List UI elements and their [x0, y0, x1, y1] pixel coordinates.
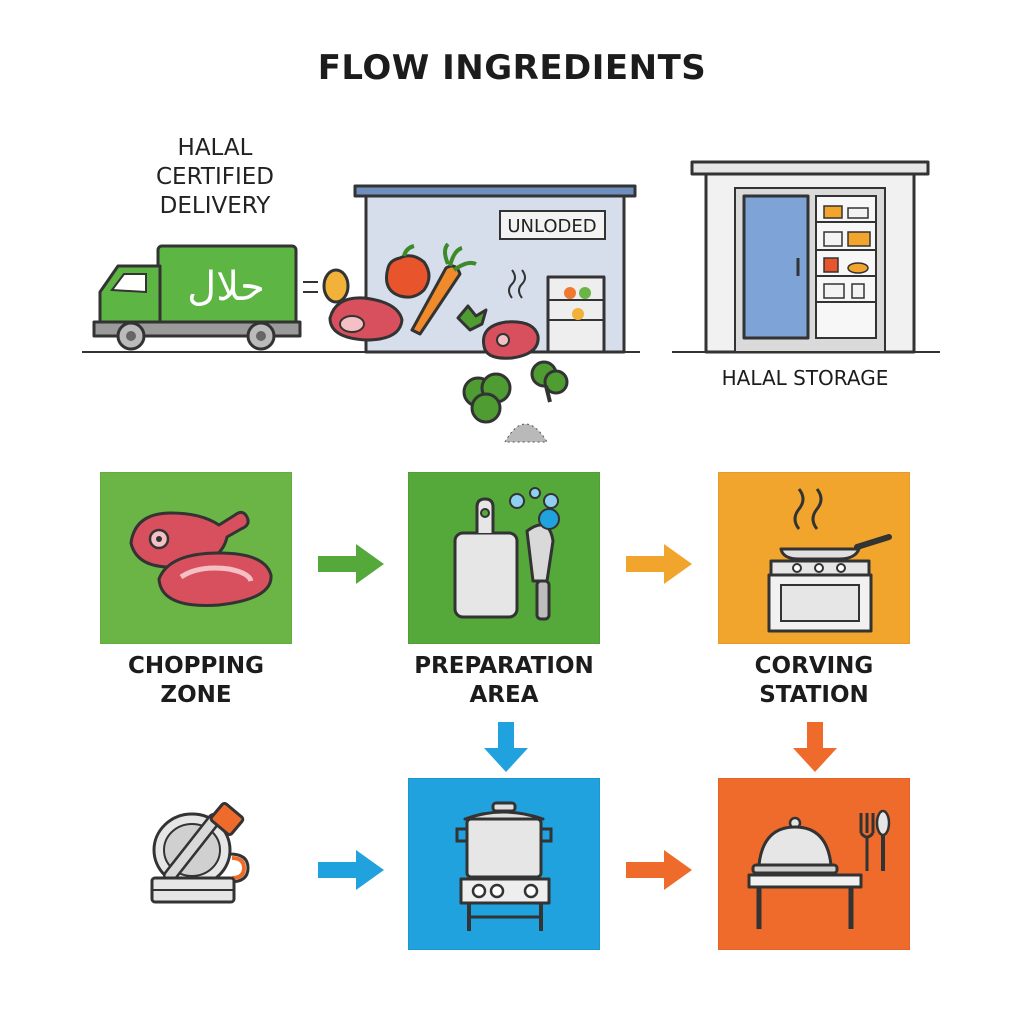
truck-sign: حلال: [187, 264, 265, 310]
storage-label: HALAL STORAGE: [721, 366, 889, 390]
stock-pot-stove-icon: [455, 801, 553, 931]
chopping-zone-label-line-2: ZONE: [160, 682, 232, 708]
arrow-right-orange: [626, 544, 692, 584]
stove-pan-icon: [767, 488, 892, 633]
arrow-right-green: [318, 544, 384, 584]
delivery-scene: حلال UNLODED: [0, 150, 1024, 450]
meat-icon: [129, 510, 273, 607]
chopping-zone-label-line-1: CHOPPING: [127, 653, 265, 679]
arrow-down-red-orange: [793, 722, 837, 772]
arrow-right-blue: [318, 850, 384, 890]
cutting-board-icon: [453, 497, 519, 619]
knife-icon: [525, 523, 555, 621]
grinder-icon: [140, 800, 260, 920]
chopping-zone-tile: [100, 472, 292, 644]
serving-station-label-line-1: CORVING: [754, 653, 874, 679]
delivery-label-line-2: CERTIFIED: [156, 164, 274, 190]
serving-cloche-icon: [747, 809, 891, 929]
page-title: FLOW INGREDIENTS: [317, 48, 707, 88]
unload-sign: UNLODED: [507, 216, 596, 237]
storage-room-icon: [690, 160, 930, 354]
serving-station-label: CORVING STATION: [704, 652, 924, 710]
delivery-label: HALAL CERTIFIED DELIVERY: [100, 134, 330, 221]
arrow-down-blue: [484, 722, 528, 772]
truck-icon: حلال: [92, 244, 302, 351]
preparation-area-label-line-1: PREPARATION: [414, 653, 594, 679]
serving-station-tile: [718, 472, 910, 644]
ingredients-icon: [328, 242, 569, 443]
preparation-area-tile: [408, 472, 600, 644]
chopping-zone-label: CHOPPING ZONE: [90, 652, 302, 710]
serving-tile: [718, 778, 910, 950]
cooking-tile: [408, 778, 600, 950]
delivery-label-line-3: DELIVERY: [159, 193, 271, 219]
serving-station-label-line-2: STATION: [759, 682, 869, 708]
arrow-right-red-orange: [626, 850, 692, 890]
delivery-label-line-1: HALAL: [177, 135, 253, 161]
preparation-area-label-line-2: AREA: [469, 682, 539, 708]
preparation-area-label: PREPARATION AREA: [388, 652, 620, 710]
